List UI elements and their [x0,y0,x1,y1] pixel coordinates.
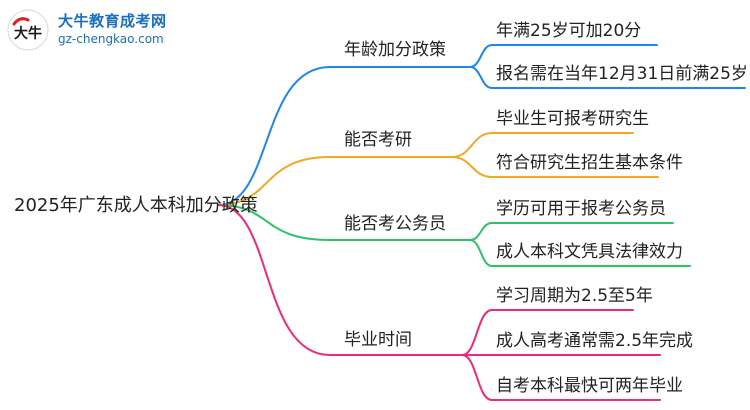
branch-connector [217,66,471,206]
leaf-label: 毕业生可报考研究生 [496,109,649,129]
branch-label: 毕业时间 [344,330,412,350]
leaf-connector [469,66,746,89]
branch-connector [217,204,471,241]
site-logo[interactable]: 大牛 大牛教育成考网 gz-chengkao.com [6,8,196,52]
leaf-connector [469,239,691,267]
leaf-connector [451,156,659,178]
leaf-label: 成人本科文凭具法律效力 [496,242,683,262]
leaf-label: 年满25岁可加20分 [496,21,642,41]
leaf-connector [451,132,634,158]
leaf-connector [461,354,661,401]
leaf-connector [469,44,658,68]
leaf-label: 学习周期为2.5至5年 [496,286,653,306]
logo-url: gz-chengkao.com [58,32,164,46]
leaf-label: 自考本科最快可两年毕业 [496,376,683,396]
leaf-connector [461,309,634,356]
leaf-label: 学历可用于报考公务员 [496,199,666,219]
root-topic: 2025年广东成人本科加分政策 [14,195,258,216]
leaf-label: 符合研究生招生基本条件 [496,153,683,173]
branch-label: 能否考公务员 [344,214,446,234]
leaf-label: 报名需在当年12月31日前满25岁 [496,64,748,84]
leaf-connector [469,222,674,241]
branch-label: 能否考研 [344,130,412,150]
logo-mark-text: 大牛 [14,25,42,42]
branch-label: 年龄加分政策 [344,40,446,60]
leaf-label: 成人高考通常需2.5年完成 [496,331,694,351]
branch-connector [217,204,463,356]
branch-connector [217,156,453,206]
niu-logo-icon: 大牛 [7,9,49,51]
logo-title: 大牛教育成考网 [58,12,167,30]
